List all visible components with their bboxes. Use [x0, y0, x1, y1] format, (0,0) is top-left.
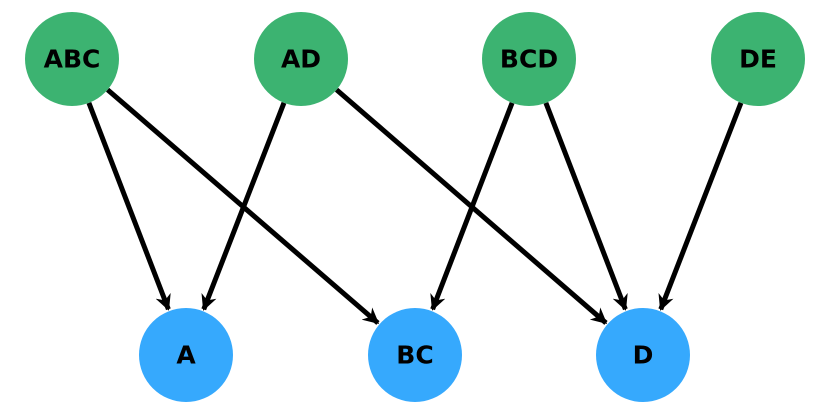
node-circle: [368, 308, 462, 402]
node-a: A: [139, 308, 233, 402]
node-bcd: BCD: [482, 12, 576, 106]
node-label: D: [633, 341, 654, 370]
node-circle: [25, 12, 119, 106]
node-label: ABC: [44, 45, 101, 74]
node-label: AD: [281, 45, 321, 74]
node-circle: [254, 12, 348, 106]
node-label: BCD: [500, 45, 558, 74]
node-de: DE: [711, 12, 805, 106]
node-bc: BC: [368, 308, 462, 402]
node-ad: AD: [254, 12, 348, 106]
node-circle: [711, 12, 805, 106]
edge-abc-to-a: [86, 101, 171, 311]
edges-layer: [86, 87, 744, 325]
node-circle: [596, 308, 690, 402]
node-abc: ABC: [25, 12, 119, 106]
node-circle: [139, 308, 233, 402]
node-circle: [482, 12, 576, 106]
edge-bcd-to-d: [543, 101, 628, 311]
node-label: BC: [396, 341, 433, 370]
node-d: D: [596, 308, 690, 402]
node-label: A: [176, 341, 196, 370]
edge-de-to-d: [658, 101, 744, 311]
edge-ad-to-a: [201, 101, 287, 311]
edge-bcd-to-bc: [430, 101, 515, 311]
node-label: DE: [739, 45, 777, 74]
